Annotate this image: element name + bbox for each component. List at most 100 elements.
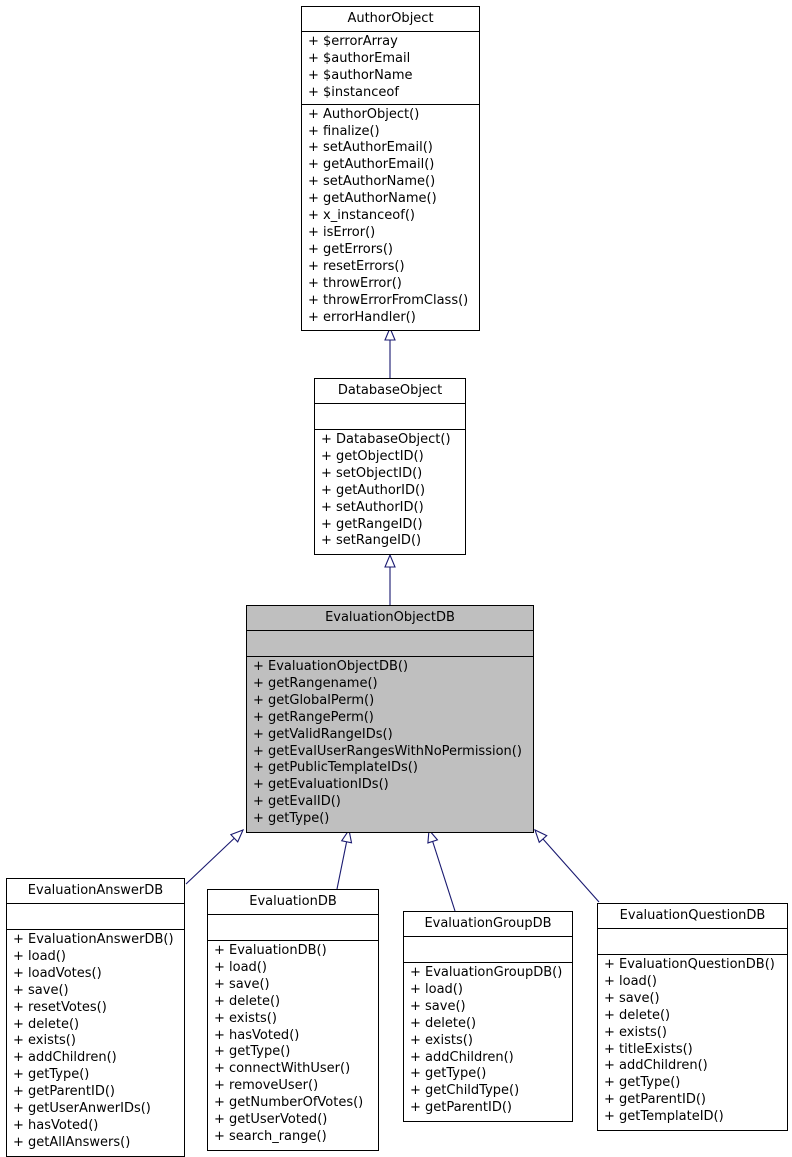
member-row: + exists() — [410, 1032, 473, 1048]
class-title: DatabaseObject — [315, 379, 465, 404]
member-row: + hasVoted() — [214, 1027, 300, 1043]
class-box-evaluationgroupdb[interactable]: EvaluationGroupDB + EvaluationGroupDB()+… — [403, 911, 573, 1123]
member-row: + setObjectID() — [321, 465, 423, 481]
member-row: + getAuthorName() — [308, 191, 437, 207]
member-row: + getNumberOfVotes() — [214, 1095, 364, 1111]
class-attributes — [404, 937, 572, 963]
member-row: + $authorEmail — [308, 50, 411, 66]
member-row: + getParentID() — [13, 1084, 115, 1100]
arrow-evaluationquestiondb-to-evaluationobjectdb — [534, 828, 600, 903]
class-box-evaluationobjectdb[interactable]: EvaluationObjectDB + EvaluationObjectDB(… — [246, 605, 534, 834]
class-attributes — [247, 631, 533, 657]
member-row: + exists() — [13, 1033, 76, 1049]
member-row: + EvaluationObjectDB() — [253, 659, 409, 674]
class-methods: + EvaluationQuestionDB()+ load()+ save()… — [598, 955, 787, 1130]
member-row: + getRangename() — [253, 675, 378, 691]
class-title: EvaluationQuestionDB — [598, 904, 787, 929]
member-row: + EvaluationGroupDB() — [410, 965, 563, 980]
class-box-evaluationdb[interactable]: EvaluationDB + EvaluationDB()+ load()+ s… — [207, 889, 379, 1151]
class-methods: + EvaluationAnswerDB()+ load()+ loadVote… — [7, 930, 184, 1156]
member-row: + EvaluationQuestionDB() — [604, 957, 775, 972]
arrow-evaluationanswerdb-to-evaluationobjectdb — [185, 829, 245, 885]
member-row: + getEvaluationIDs() — [253, 777, 389, 793]
member-row: + getAllAnswers() — [13, 1134, 131, 1150]
class-box-authorobject[interactable]: AuthorObject + $errorArray+ $authorEmail… — [301, 6, 480, 332]
member-row: + titleExists() — [604, 1041, 693, 1057]
member-row: + getRangeID() — [321, 516, 423, 532]
member-row: + getUserAnwerIDs() — [13, 1101, 151, 1117]
member-row: + getParentID() — [410, 1100, 512, 1116]
member-row: + EvaluationAnswerDB() — [13, 932, 174, 947]
member-row: + delete() — [13, 1016, 80, 1032]
member-row: + $authorName — [308, 67, 413, 83]
member-row: + resetErrors() — [308, 258, 405, 274]
class-title: AuthorObject — [302, 7, 479, 32]
member-row: + DatabaseObject() — [321, 432, 451, 447]
member-row: + load() — [13, 948, 66, 964]
member-row: + setAuthorID() — [321, 499, 424, 515]
member-row: + delete() — [604, 1007, 671, 1023]
member-row: + getType() — [604, 1075, 681, 1091]
class-box-evaluationanswerdb[interactable]: EvaluationAnswerDB + EvaluationAnswerDB(… — [6, 878, 185, 1157]
member-row: + getRangePerm() — [253, 709, 374, 725]
class-methods: + AuthorObject()+ finalize()+ setAuthorE… — [302, 105, 479, 331]
class-box-evaluationquestiondb[interactable]: EvaluationQuestionDB + EvaluationQuestio… — [597, 903, 788, 1132]
member-row: + removeUser() — [214, 1078, 319, 1094]
member-row: + addChildren() — [604, 1058, 708, 1074]
member-row: + throwErrorFromClass() — [308, 292, 469, 308]
member-row: + delete() — [410, 1015, 477, 1031]
arrow-evaluationdb-to-evaluationobjectdb — [336, 828, 353, 890]
member-row: + getType() — [253, 811, 330, 827]
arrow-evaluationgroupdb-to-evaluationobjectdb — [427, 828, 456, 912]
member-row: + getEvalID() — [253, 794, 341, 810]
member-row: + finalize() — [308, 123, 380, 139]
class-attributes — [208, 915, 378, 941]
member-row: + AuthorObject() — [308, 106, 420, 122]
member-row: + $errorArray — [308, 34, 398, 49]
member-row: + delete() — [214, 993, 281, 1009]
member-row: + save() — [410, 998, 466, 1014]
member-row: + getValidRangeIDs() — [253, 726, 393, 742]
member-row: + isError() — [308, 224, 376, 240]
class-methods: + EvaluationObjectDB()+ getRangename() + … — [247, 657, 533, 832]
member-row: + save() — [13, 982, 69, 998]
member-row: + addChildren() — [410, 1049, 514, 1065]
class-title: EvaluationGroupDB — [404, 912, 572, 937]
class-methods: + EvaluationDB()+ load()+ save()+ delete… — [208, 941, 378, 1150]
class-attributes: + $errorArray+ $authorEmail+ $authorName… — [302, 32, 479, 105]
member-row: + throwError() — [308, 275, 402, 291]
member-row: + getType() — [214, 1044, 291, 1060]
member-row: + load() — [410, 981, 463, 997]
member-row: + load() — [214, 959, 267, 975]
member-row: + exists() — [214, 1010, 277, 1026]
member-row: + exists() — [604, 1024, 667, 1040]
member-row: + getEvalUserRangesWithNoPermission() — [253, 743, 522, 759]
member-row: + save() — [604, 990, 660, 1006]
class-title: EvaluationDB — [208, 890, 378, 915]
class-methods: + EvaluationGroupDB()+ load()+ save()+ d… — [404, 963, 572, 1121]
member-row: + setAuthorName() — [308, 174, 436, 190]
class-attributes — [7, 904, 184, 930]
member-row: + getType() — [13, 1067, 90, 1083]
member-row: + EvaluationDB() — [214, 943, 327, 958]
class-title: EvaluationAnswerDB — [7, 879, 184, 904]
member-row: + $instanceof — [308, 84, 399, 100]
member-row: + errorHandler() — [308, 309, 416, 325]
member-row: + loadVotes() — [13, 965, 102, 981]
class-methods: + DatabaseObject()+ getObjectID()+ setOb… — [315, 430, 465, 554]
member-row: + getObjectID() — [321, 448, 424, 464]
member-row: + load() — [604, 973, 657, 989]
member-row: + getTemplateID() — [604, 1109, 724, 1125]
member-row: + save() — [214, 976, 270, 992]
member-row: + hasVoted() — [13, 1117, 99, 1133]
member-row: + search_range() — [214, 1128, 327, 1144]
member-row: + x_instanceof() — [308, 208, 415, 224]
member-row: + getType() — [410, 1066, 487, 1082]
member-row: + resetVotes() — [13, 999, 107, 1015]
class-box-databaseobject[interactable]: DatabaseObject + DatabaseObject()+ getOb… — [314, 378, 466, 556]
member-row: + addChildren() — [13, 1050, 117, 1066]
member-row: + setRangeID() — [321, 533, 422, 549]
member-row: + getAuthorID() — [321, 482, 426, 498]
member-row: + getParentID() — [604, 1092, 706, 1108]
